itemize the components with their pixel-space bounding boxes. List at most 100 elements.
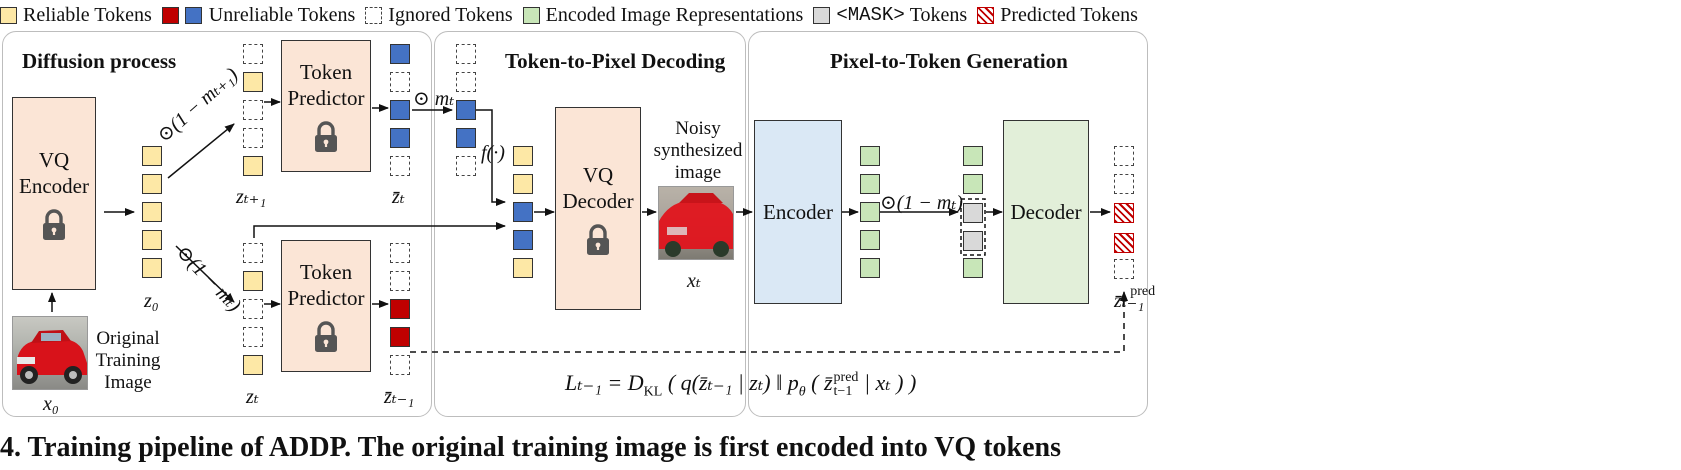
legend-unreliable-blue-swatch: [184, 6, 202, 24]
token-zbar-t: [390, 128, 410, 148]
legend-ignored-swatch: [365, 6, 383, 24]
label-x0: x₀: [43, 393, 59, 415]
token-zt1: [243, 72, 263, 92]
lock-icon: [315, 321, 337, 352]
token-z0: [142, 146, 162, 166]
legend-reliable: Reliable Tokens: [0, 4, 152, 27]
token-zbar-t: [390, 156, 410, 176]
token-mask-input: [963, 146, 983, 166]
token-mask-input: [963, 203, 983, 223]
token-predictor-top-line2: Predictor: [287, 86, 365, 110]
noisy-image-caption: Noisy synthesized image: [648, 118, 748, 184]
token-z0: [142, 174, 162, 194]
legend-encoded-swatch: [522, 6, 540, 24]
vq-encoder-label-line2: Encoder: [19, 173, 89, 198]
formula-close: | xₜ ) ): [858, 370, 917, 395]
label-z0: z₀: [144, 290, 159, 312]
mask-group-dashed: [960, 198, 986, 256]
legend-reliable-label: Reliable Tokens: [23, 3, 152, 26]
token-mask-input: [963, 231, 983, 251]
token-predictor-bottom-line2: Predictor: [287, 286, 365, 310]
token-predicted: [1114, 174, 1134, 194]
token-zbar-t1: [390, 243, 410, 263]
formula-sub: t−1: [833, 383, 853, 399]
token-zbar-t: [390, 100, 410, 120]
token-predictor-bottom-box: Token Predictor: [281, 240, 371, 372]
arrow-z0-to-zt: [175, 245, 235, 303]
vq-decoder-label-line2: Decoder: [562, 188, 634, 213]
legend-predicted-swatch: [977, 6, 995, 24]
formula-theta: θ: [798, 384, 806, 400]
token-zt1: [243, 156, 263, 176]
token-mask-input: [963, 174, 983, 194]
legend-mask-label: Tokens: [909, 3, 968, 26]
label-op-mt: ⊙ mₜ: [413, 88, 455, 110]
token-f-output: [513, 202, 533, 222]
token-zbar-t1: [390, 299, 410, 319]
token-encoded: [860, 230, 880, 250]
original-caption-line1: Original: [96, 328, 160, 349]
label-zpred-base: z̄ₜ₋₁: [1114, 290, 1145, 312]
car-picture-icon: [17, 330, 87, 384]
token-z0: [142, 230, 162, 250]
legend-predicted: Predicted Tokens: [977, 4, 1138, 27]
token-mask-input: [963, 258, 983, 278]
label-f: f(·): [481, 142, 505, 164]
token-z0: [142, 258, 162, 278]
legend-ignored-label: Ignored Tokens: [388, 3, 513, 26]
legend-reliable-swatch: [0, 6, 17, 24]
label-op-mask: ⊙(1 − mₜ): [880, 192, 963, 214]
noisy-car-picture-icon: [659, 193, 733, 257]
token-zbar-t1: [390, 327, 410, 347]
token-zt: [243, 327, 263, 347]
lock-icon: [43, 208, 65, 240]
panel-title-token-to-pixel: Token-to-Pixel Decoding: [505, 49, 726, 73]
noisy-caption-line2: synthesized: [653, 140, 743, 161]
connector-zt-to-f: [253, 222, 506, 238]
noisy-synthesized-image: [658, 186, 734, 260]
token-predicted: [1114, 146, 1134, 166]
token-zt: [243, 271, 263, 291]
token-f-output: [513, 146, 533, 166]
token-zbar-t1: [390, 355, 410, 375]
label-zt1: zₜ₊₁: [236, 186, 267, 208]
token-masked: [456, 156, 476, 176]
original-caption-line3: Image: [104, 372, 152, 393]
token-zt: [243, 355, 263, 375]
legend-unreliable-red-swatch: [161, 6, 179, 24]
token-zt: [243, 299, 263, 319]
formula-lhs: Lₜ₋₁ = D: [565, 370, 644, 395]
decoder-label: Decoder: [1010, 200, 1082, 224]
legend-mask-token: <MASK>: [836, 4, 905, 26]
connector-f-blue: [476, 109, 506, 206]
legend-mask: <MASK> Tokens: [813, 4, 967, 27]
legend-encoded-label: Encoded Image Representations: [545, 3, 804, 26]
connector-loss-dashed: [410, 291, 1128, 353]
token-encoded: [860, 146, 880, 166]
vq-encoder-box: VQ Encoder: [12, 97, 96, 290]
lock-icon: [587, 223, 609, 255]
formula-open: ( q(z̄ₜ₋₁ | zₜ) ‖ p: [662, 370, 799, 395]
token-f-output: [513, 174, 533, 194]
formula-mid: ( z̄: [805, 370, 833, 395]
vq-decoder-box: VQ Decoder: [555, 107, 641, 310]
label-zpred: z̄ₜ₋₁pred: [1114, 284, 1155, 313]
encoder-box: Encoder: [754, 120, 842, 304]
label-zt: zₜ: [246, 386, 259, 408]
token-zbar-t1: [390, 271, 410, 291]
vq-decoder-label-line1: VQ: [582, 162, 614, 187]
token-encoded: [860, 202, 880, 222]
noisy-caption-line1: Noisy: [675, 118, 721, 139]
token-zt1: [243, 44, 263, 64]
label-zbar-t: z̄ₜ: [392, 186, 405, 208]
original-image-caption: Original Training Image: [88, 328, 168, 394]
token-f-output: [513, 230, 533, 250]
legend-unreliable: Unreliable Tokens: [161, 4, 355, 27]
token-masked: [456, 72, 476, 92]
token-zbar-t: [390, 44, 410, 64]
token-masked: [456, 44, 476, 64]
label-xt: xₜ: [687, 270, 701, 292]
legend-mask-swatch: [813, 6, 831, 24]
